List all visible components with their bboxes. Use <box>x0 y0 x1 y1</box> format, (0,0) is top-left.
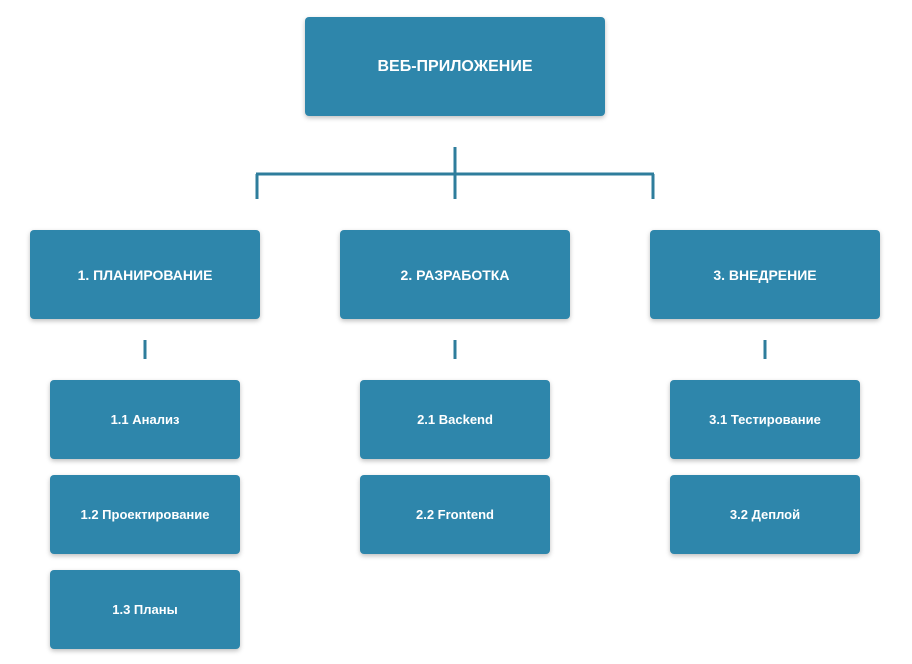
branch-node-planning: 1. ПЛАНИРОВАНИЕ <box>30 230 260 319</box>
leaf-node-label: 1.1 Анализ <box>110 412 180 427</box>
leaf-node-label: 2.2 Frontend <box>415 507 494 522</box>
leaf-node-label: 3.2 Деплой <box>729 507 801 522</box>
leaf-node-plans: 1.3 Планы <box>50 570 240 649</box>
branch-node-deployment: 3. ВНЕДРЕНИЕ <box>650 230 880 319</box>
leaf-node-label: 2.1 Backend <box>417 412 493 427</box>
branch-node-label: 3. ВНЕДРЕНИЕ <box>713 266 817 283</box>
root-node: ВЕБ-ПРИЛОЖЕНИЕ <box>305 17 605 116</box>
leaf-node-backend: 2.1 Backend <box>360 380 550 459</box>
leaf-node-deploy: 3.2 Деплой <box>670 475 860 554</box>
leaf-node-testing: 3.1 Тестирование <box>670 380 860 459</box>
leaf-node-label: 3.1 Тестирование <box>709 412 821 427</box>
leaf-node-label: 1.3 Планы <box>112 602 178 617</box>
root-node-label: ВЕБ-ПРИЛОЖЕНИЕ <box>377 57 533 75</box>
branch-node-development: 2. РАЗРАБОТКА <box>340 230 570 319</box>
leaf-node-analysis: 1.1 Анализ <box>50 380 240 459</box>
branch-node-label: 2. РАЗРАБОТКА <box>400 266 510 283</box>
leaf-node-frontend: 2.2 Frontend <box>360 475 550 554</box>
leaf-node-label: 1.2 Проектирование <box>80 507 210 522</box>
leaf-node-design: 1.2 Проектирование <box>50 475 240 554</box>
branch-node-label: 1. ПЛАНИРОВАНИЕ <box>77 266 213 283</box>
